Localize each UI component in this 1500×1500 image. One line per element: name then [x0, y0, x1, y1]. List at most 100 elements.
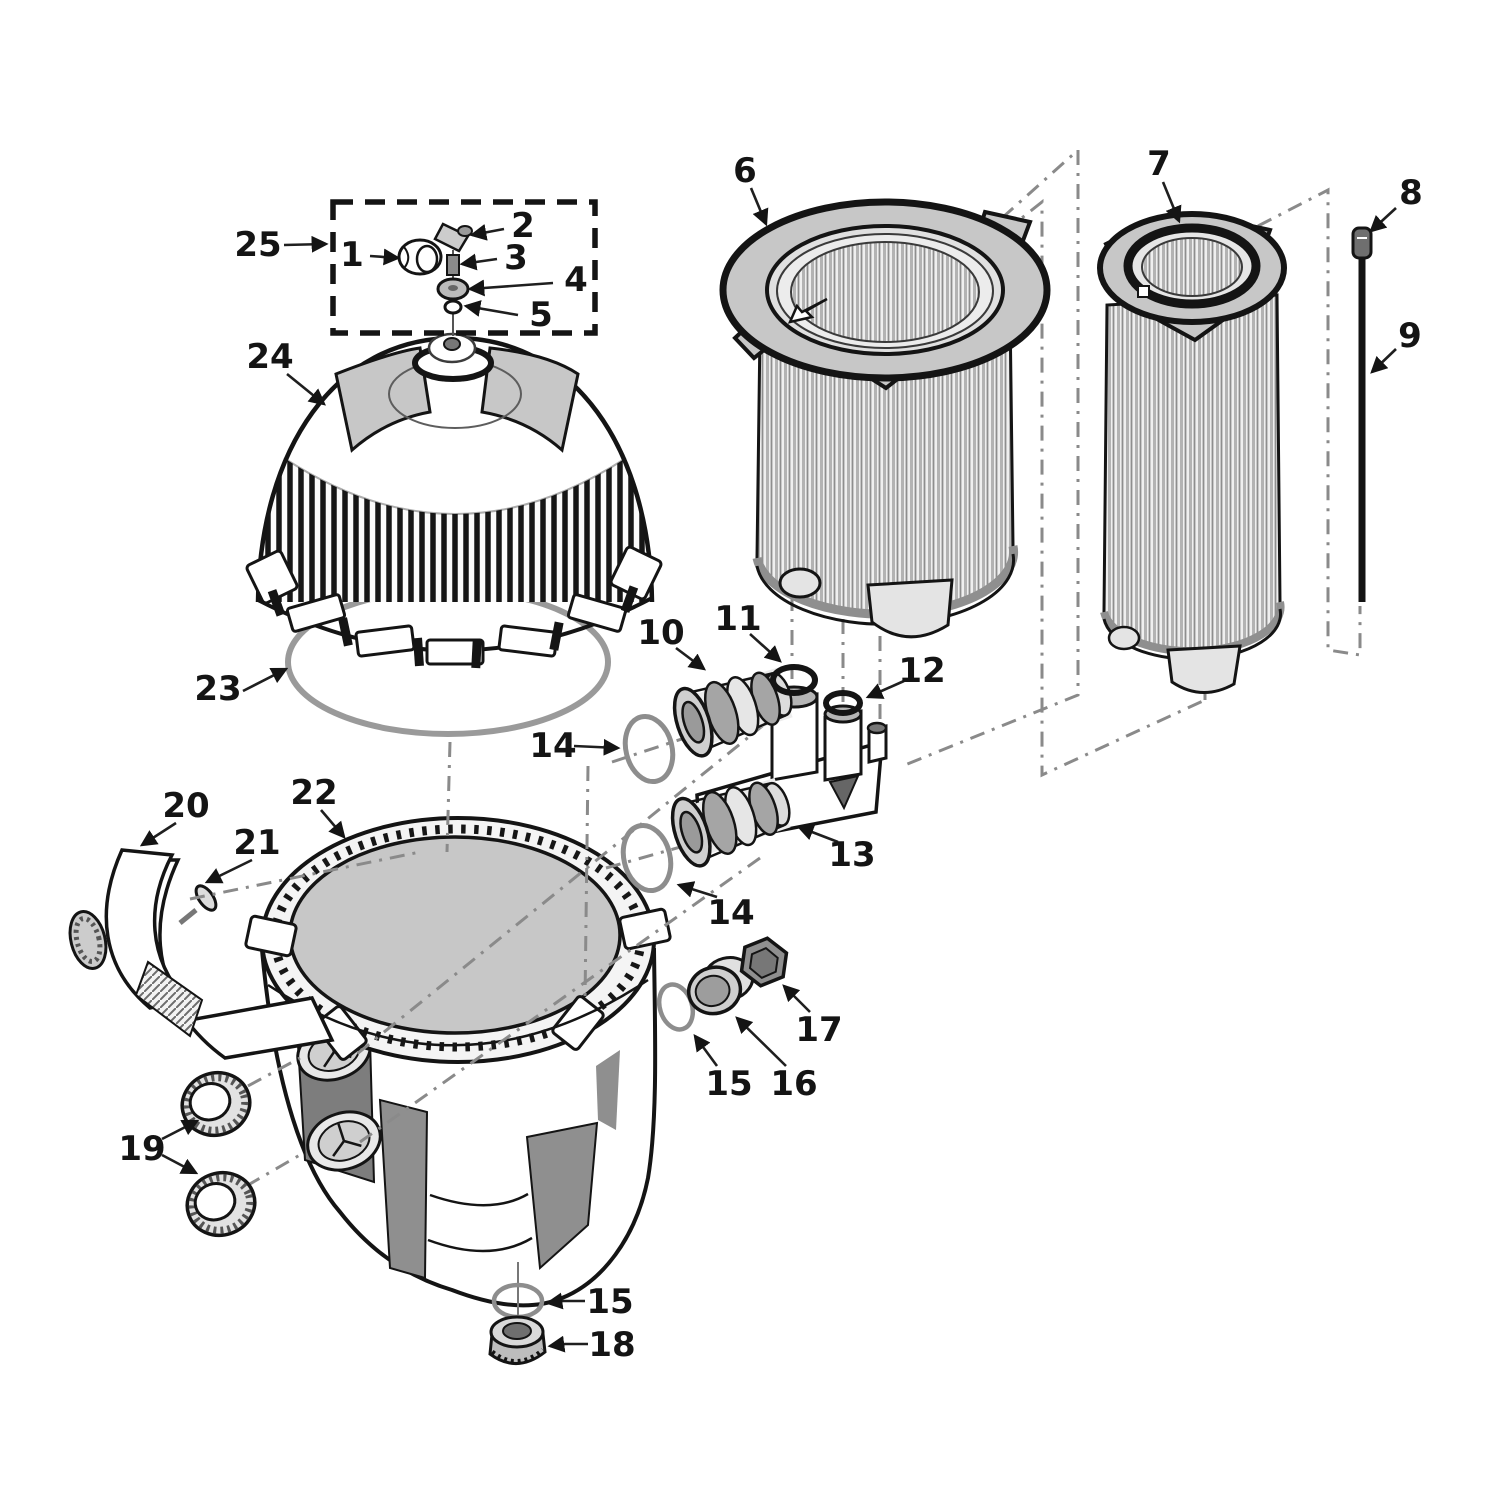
part-6-cartridge-large [719, 198, 1051, 639]
clamp-grip [134, 960, 204, 1038]
callout-22: 22 [290, 773, 337, 813]
locking-ring-tabs [244, 907, 672, 1061]
part-22-tank-body [244, 816, 672, 1308]
part-9-air-bleed-tube [1351, 226, 1373, 602]
part-8-tube-cap [1351, 226, 1373, 260]
part-12-oring [823, 690, 863, 716]
part-19-nut-upper [180, 1070, 252, 1138]
callout-11: 11 [714, 599, 761, 639]
callout-21: 21 [233, 823, 280, 863]
cartridge-6-flange [719, 198, 1051, 391]
callout-23-leader [242, 667, 289, 693]
callout-24: 24 [246, 337, 293, 377]
callout-3: 3 [504, 238, 528, 278]
callout-21-leader [204, 858, 253, 884]
callout-7-leader [1161, 181, 1182, 224]
callout-6-leader [749, 187, 769, 227]
callout-18: 18 [588, 1325, 635, 1365]
part-24-filter-lid [245, 316, 663, 669]
callout-14a: 14 [529, 726, 576, 766]
callout-14b-leader [676, 881, 718, 899]
callout-19b-leader [161, 1153, 199, 1175]
tank-side-ports [294, 1010, 382, 1184]
callout-19a-leader [161, 1119, 200, 1141]
callout-5-leader [463, 300, 519, 317]
callout-24-leader [286, 372, 326, 406]
callout-16-leader [735, 1016, 787, 1067]
lid-vent-hole [443, 337, 461, 351]
part-7-cartridge-small [1097, 211, 1287, 694]
rotation-arrow-icon [787, 297, 828, 324]
callout-18-leader [547, 1335, 588, 1353]
callout-8-leader [1369, 207, 1397, 233]
part-1-relief-valve-knob [397, 238, 443, 276]
manifold-stub [866, 721, 888, 735]
callout-4: 4 [564, 260, 588, 300]
callout-12: 12 [898, 651, 945, 691]
callout-13: 13 [828, 835, 875, 875]
callout-17-leader [782, 984, 811, 1013]
cartridge-6-port [866, 578, 954, 639]
callout-1: 1 [340, 235, 364, 275]
callout-14b: 14 [707, 893, 754, 933]
alignment-lines [189, 146, 1362, 1326]
callout-25: 25 [234, 225, 281, 265]
pedestal-right-shade [525, 1121, 599, 1271]
part-3-stem [446, 254, 460, 276]
option-group-box [330, 199, 598, 336]
callout-6: 6 [733, 151, 757, 191]
callout-2: 2 [511, 206, 535, 246]
callout-10-leader [675, 646, 707, 671]
callout-11-leader [749, 633, 782, 663]
callout-1-leader [369, 248, 401, 266]
callout-5: 5 [529, 295, 553, 335]
part-10-bulkhead-fitting-upper [672, 667, 793, 758]
callout-15b-leader [545, 1292, 585, 1310]
callout-17: 17 [795, 1010, 842, 1050]
cartridge-7-flange [1097, 211, 1287, 343]
clamp-knob [68, 910, 108, 970]
callout-3-leader [459, 253, 498, 271]
part-10-bulkhead-fitting-lower [670, 777, 791, 868]
callout-leaders [139, 181, 1397, 1353]
callout-15b: 15 [586, 1282, 633, 1322]
lid-rim-ticks [267, 585, 639, 669]
part-2-elbow-fitting [433, 222, 473, 253]
part-21-pin [178, 884, 218, 925]
callout-14a-leader [573, 738, 621, 756]
callout-4-leader [467, 279, 554, 297]
callout-23: 23 [194, 669, 241, 709]
part-13-manifold [670, 667, 888, 868]
callout-9: 9 [1398, 316, 1422, 356]
part-17-hex-plug [739, 936, 789, 988]
cartridge-6-lug [778, 567, 822, 599]
part-14-oring-upper [622, 714, 676, 784]
callout-16: 16 [770, 1064, 817, 1104]
cartridge-7-lug [1107, 625, 1141, 651]
callout-13-leader [796, 824, 839, 844]
callout-12-leader [865, 679, 905, 699]
callout-9-leader [1370, 348, 1397, 374]
part-20-clamp [68, 848, 335, 1060]
part-18-drain-plug [488, 1315, 547, 1365]
part-19-nut-lower [185, 1170, 257, 1238]
callout-20-leader [139, 821, 177, 847]
callout-20: 20 [162, 786, 209, 826]
callout-19: 19 [118, 1129, 165, 1169]
part-25-air-relief-assembly [330, 199, 598, 336]
tank-right-shade [596, 1050, 620, 1130]
part-11-oring [770, 664, 818, 696]
callout-2-leader [469, 224, 505, 241]
part-5-oring [443, 299, 463, 315]
callout-8: 8 [1399, 173, 1423, 213]
pedestal-left-shade [378, 1098, 429, 1280]
callout-25-leader [283, 235, 329, 253]
callout-labels: 1 2 3 4 5 6 7 8 9 10 11 12 13 14 14 15 1… [118, 144, 1423, 1365]
part-14-oring-lower [620, 823, 674, 893]
callout-15a: 15 [705, 1064, 752, 1104]
callout-10: 10 [637, 613, 684, 653]
callout-22-leader [320, 809, 346, 839]
callout-15a-leader [693, 1033, 719, 1067]
